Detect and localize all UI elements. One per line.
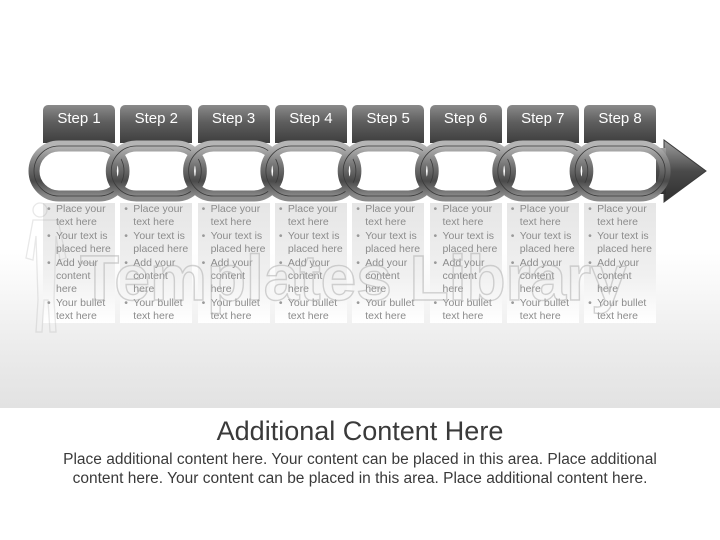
step-label: Step 6 [429,105,502,143]
step-title: Title H [600,164,640,179]
step-column: Step 4 Place your text hereYour text is p… [274,105,347,323]
step-title: Title D [291,164,331,179]
bullet-item: Your bullet text here [47,297,112,323]
step-label: Step 1 [43,105,115,143]
step-column: Step 6 Place your text hereYour text is p… [429,105,502,323]
bullet-item: Your bullet text here [124,297,189,323]
chain-link-outline [188,145,280,197]
footer-paragraph: Place additional content here. Your cont… [63,451,657,487]
bullets-panel: Place your text hereYour text is placed … [43,203,115,323]
step-title: Title E [369,164,408,179]
chain-link-outline [265,145,357,197]
bullet-item: Add your content here [279,257,344,296]
bullet-list: Place your text hereYour text is placed … [198,203,270,323]
bullet-item: Your bullet text here [588,297,653,323]
bullets-panel: Place your text hereYour text is placed … [429,203,502,323]
step-title: Title C [214,164,253,179]
bullet-item: Your text is placed here [588,230,653,256]
bullet-item: Place your text here [202,203,267,229]
step-label: Step 2 [120,105,193,143]
chain-link-outline [33,145,125,197]
bullet-item: Your text is placed here [511,230,576,256]
chain-link-outline [574,145,666,197]
bullet-item: Place your text here [434,203,499,229]
content-area [0,408,720,540]
chain-arrow [28,139,707,203]
bullet-item: Your text is placed here [124,230,189,256]
step-label: Step 5 [352,105,425,143]
step-column: Step 8 Place your text hereYour text is p… [584,105,657,323]
bullet-item: Your bullet text here [434,297,499,323]
bullet-item: Place your text here [356,203,421,229]
bullet-item: Place your text here [511,203,576,229]
bullets-panel: Place your text hereYour text is placed … [274,203,347,323]
step-label: Step 8 [584,105,657,143]
step-column: Step 3 Place your text hereYour text is p… [197,105,270,323]
bullet-item: Your text is placed here [202,230,267,256]
bullet-item: Add your content here [434,257,499,296]
step-column: Step 5 Place your text hereYour text is p… [352,105,425,323]
bullet-item: Place your text here [47,203,112,229]
bullet-item: Add your content here [124,257,189,296]
step-label: Step 4 [274,105,347,143]
step-title: Title G [523,164,563,179]
bullets-panel: Place your text hereYour text is placed … [352,203,425,323]
bullet-item: Your text is placed here [47,230,112,256]
bullet-item: Your text is placed here [356,230,421,256]
bullet-list: Place your text hereYour text is placed … [120,203,192,323]
bullets-panel: Place your text hereYour text is placed … [197,203,270,323]
bullet-item: Your bullet text here [356,297,421,323]
step-label: Step 7 [506,105,579,143]
bullet-item: Your text is placed here [279,230,344,256]
step-title: Title B [137,164,176,179]
step-title: Title A [60,164,98,179]
bullet-item: Place your text here [588,203,653,229]
step-label: Step 3 [197,105,270,143]
bullet-item: Your bullet text here [511,297,576,323]
steps-row: Step 1Place your text hereYour text is p… [0,0,720,408]
step-column: Step 1 Place your text hereYour text is p… [43,105,115,323]
bullet-item: Your text is placed here [434,230,499,256]
bullet-list: Place your text hereYour text is placed … [275,203,347,323]
bullet-item: Place your text here [124,203,189,229]
bullet-item: Add your content here [511,257,576,296]
bullets-panel: Place your text hereYour text is placed … [506,203,579,323]
step-column: Step 7 Place your text hereYour text is p… [506,105,579,323]
step-column: Step 2 Place your text hereYour text is p… [120,105,193,323]
chain-link-outline [110,145,202,197]
bullet-item: Add your content here [202,257,267,296]
chain-link-outline [420,145,511,197]
bullet-item: Add your content here [356,257,421,296]
bullet-list: Place your text hereYour text is placed … [43,203,115,323]
bullet-item: Place your text here [279,203,344,229]
bullets-panel: Place your text hereYour text is placed … [584,203,657,323]
bullet-list: Place your text hereYour text is placed … [430,203,502,323]
bullet-item: Your bullet text here [279,297,344,323]
bullet-list: Place your text hereYour text is placed … [352,203,424,323]
bullets-panel: Place your text hereYour text is placed … [120,203,193,323]
bullet-list: Place your text hereYour text is placed … [507,203,579,323]
footer-heading: Additional Content Here [216,416,504,446]
bullet-item: Add your content here [588,257,653,296]
chain-link-outline [497,145,589,197]
bullet-item: Your bullet text here [202,297,267,323]
bullet-item: Add your content here [47,257,112,296]
step-title: Title F [447,164,484,179]
bullet-list: Place your text hereYour text is placed … [584,203,656,323]
chain-link-outline [342,145,434,197]
